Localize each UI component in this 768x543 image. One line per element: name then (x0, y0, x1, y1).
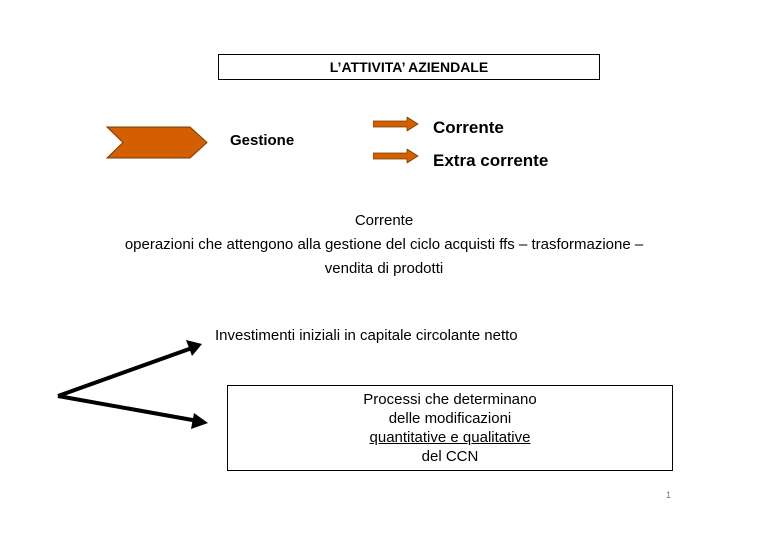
page-number: 1 (666, 490, 672, 500)
branch-corrente-label: Corrente (433, 118, 504, 137)
processi-box: Processi che determinano delle modificaz… (227, 385, 673, 471)
page-title-box: L’ATTIVITA’ AZIENDALE (218, 54, 600, 80)
definition-line-2: vendita di prodotti (324, 260, 444, 277)
arrow-right-icon (373, 149, 419, 163)
arrow-right-icon (373, 117, 419, 131)
corrente-definition: Corrente operazioni che attengono alla g… (60, 209, 708, 281)
branch-extra-corrente-label: Extra corrente (433, 151, 549, 170)
processi-line-4: del CCN (421, 448, 479, 465)
page-title: L’ATTIVITA’ AZIENDALE (329, 59, 489, 75)
definition-line-1: operazioni che attengono alla gestione d… (124, 236, 644, 253)
processi-line-2: delle modificazioni (388, 410, 512, 427)
branch-arrows-icon (57, 340, 208, 429)
definition-heading: Corrente (354, 212, 414, 229)
chevron-arrow-shape (106, 126, 208, 159)
processi-line-1: Processi che determinano (363, 391, 537, 408)
processi-line-3: quantitative e qualitative (369, 429, 531, 446)
gestione-label: Gestione (230, 132, 295, 149)
investimenti-text: Investimenti iniziali in capitale circol… (215, 327, 518, 344)
